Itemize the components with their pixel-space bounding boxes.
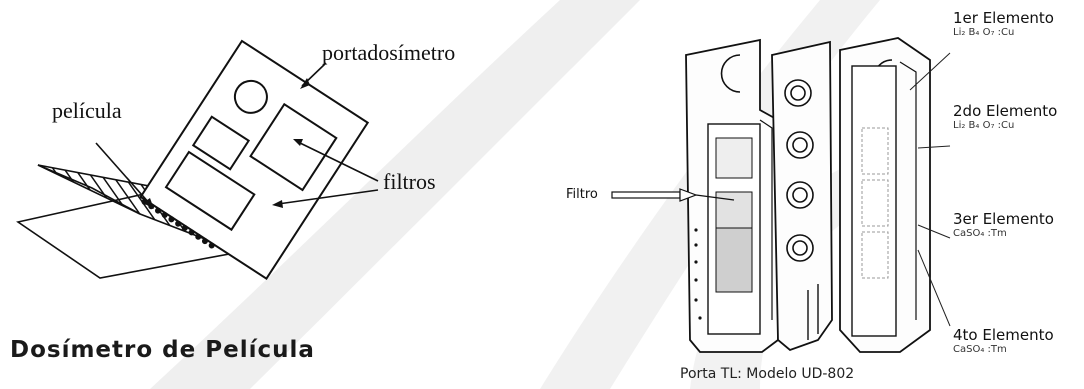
element-2-callout: 2do Elemento Li₂ B₄ O₇ :Cu	[953, 103, 1057, 131]
element-4-callout: 4to Elemento CaSO₄ :Tm	[953, 327, 1054, 355]
element-4-name: 4to Elemento	[953, 327, 1054, 344]
tl-holder-caption: Porta TL: Modelo UD-802	[680, 366, 854, 382]
element-3-callout: 3er Elemento CaSO₄ :Tm	[953, 211, 1054, 239]
element-2-formula: Li₂ B₄ O₇ :Cu	[953, 120, 1057, 131]
element-1-callout: 1er Elemento Li₂ B₄ O₇ :Cu	[953, 10, 1054, 38]
element-3-formula: CaSO₄ :Tm	[953, 228, 1054, 239]
element-4-formula: CaSO₄ :Tm	[953, 344, 1054, 355]
holder-label: portadosímetro	[322, 40, 455, 66]
element-1-formula: Li₂ B₄ O₇ :Cu	[953, 27, 1054, 38]
element-1-name: 1er Elemento	[953, 10, 1054, 27]
filter-label: Filtro	[566, 187, 598, 202]
film-label: película	[52, 98, 122, 124]
filter-window	[716, 192, 752, 228]
film-dosimeter-caption: Dosímetro de Película	[10, 337, 315, 363]
filters-label: filtros	[383, 169, 436, 195]
element-3-name: 3er Elemento	[953, 211, 1054, 228]
element-2-name: 2do Elemento	[953, 103, 1057, 120]
